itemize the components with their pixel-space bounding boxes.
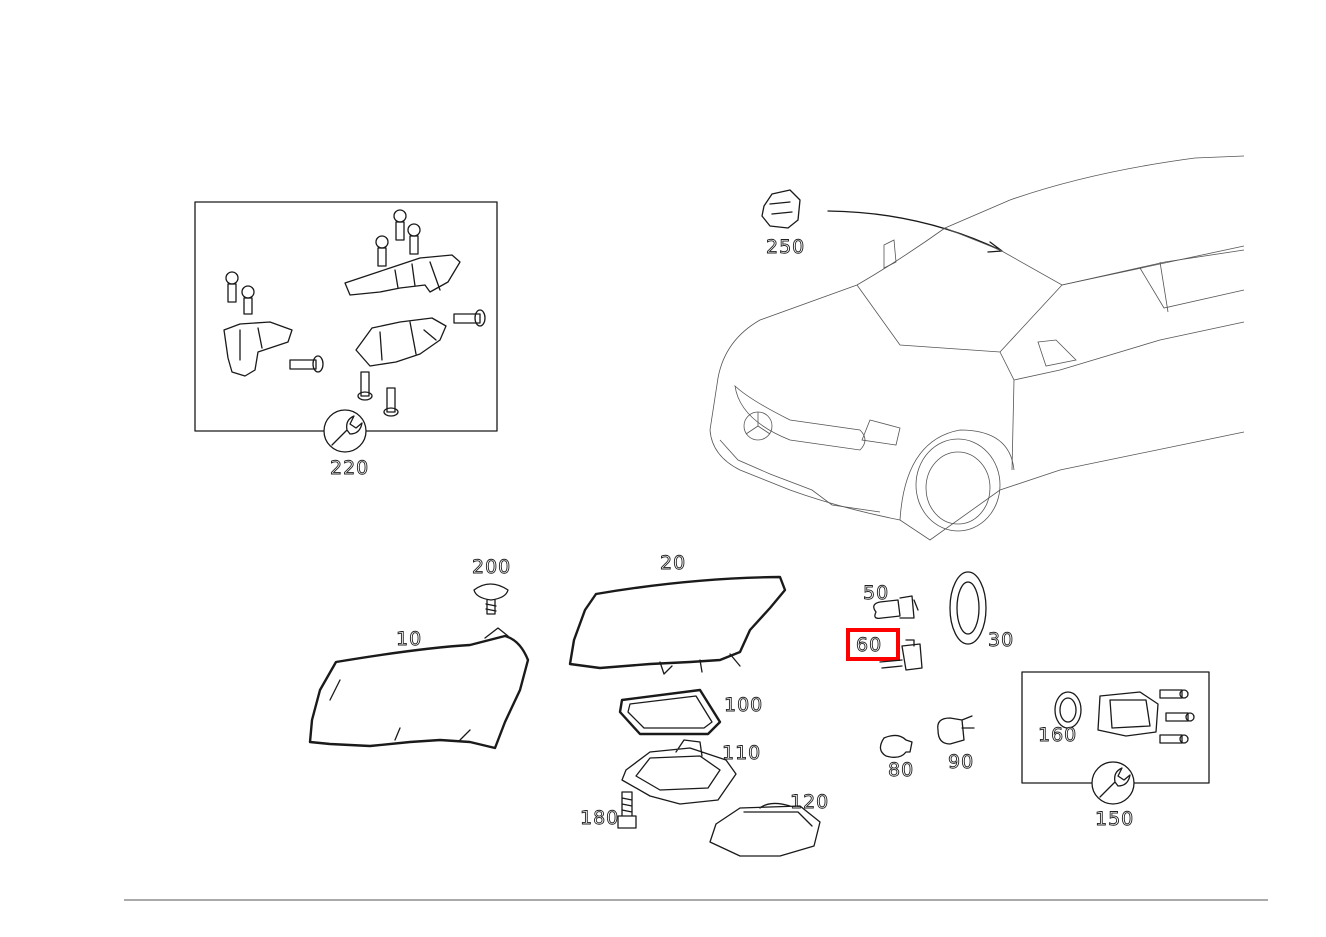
- callout-90: 90: [948, 751, 974, 773]
- part-10-detail: [329, 627, 509, 741]
- part-10-housing: [308, 634, 530, 750]
- callout-60: 60: [856, 634, 882, 656]
- part-20-lens: [568, 575, 787, 670]
- part-120-group[interactable]: 120: [709, 791, 829, 857]
- selection-highlight: [846, 628, 900, 661]
- kit-220-bracket-left: [223, 321, 293, 377]
- callout-10: 10: [396, 628, 422, 650]
- part-200-group[interactable]: 200: [472, 556, 511, 615]
- part-250-sensor: [761, 189, 801, 229]
- callout-20: 20: [660, 552, 686, 574]
- part-50-group[interactable]: 50: [863, 582, 919, 620]
- part-160-ring-inner: [1059, 697, 1077, 723]
- part-160-ring: [1054, 691, 1082, 729]
- vehicle-illustration: [709, 155, 1245, 541]
- callout-150: 150: [1095, 808, 1134, 830]
- callout-30: 30: [988, 629, 1014, 651]
- callout-160: 160: [1038, 724, 1077, 746]
- part-80-group[interactable]: 80: [879, 734, 914, 781]
- callout-180: 180: [580, 807, 619, 829]
- part-30-group[interactable]: 30: [949, 571, 1014, 651]
- callout-250: 250: [766, 236, 805, 258]
- part-50-bulb: [873, 595, 919, 620]
- part-180-group[interactable]: 180: [580, 791, 637, 829]
- callout-200: 200: [472, 556, 511, 578]
- part-20-group[interactable]: 20: [568, 552, 787, 675]
- part-110-group[interactable]: 110: [621, 739, 761, 805]
- kit-150-screws: [1159, 689, 1195, 744]
- callout-100: 100: [724, 694, 763, 716]
- wrench-icon: [1091, 761, 1135, 805]
- part-30-cap-inner: [956, 581, 980, 635]
- callout-110: 110: [722, 742, 761, 764]
- part-180-bolt: [617, 791, 637, 829]
- wrench-icon: [323, 409, 367, 453]
- part-100-gasket-inner: [627, 695, 713, 729]
- kit-150-group[interactable]: 160 150: [1021, 671, 1210, 830]
- kit-220-frame: [194, 201, 498, 432]
- part-60-group[interactable]: 60: [846, 628, 923, 671]
- part-250-group[interactable]: 250: [761, 189, 1003, 258]
- part-90-socket: [937, 715, 975, 745]
- kit-220-screws: [225, 209, 486, 417]
- part-10-group[interactable]: 10: [308, 627, 530, 750]
- kit-220-bracket-center: [355, 317, 447, 367]
- kit-220-group[interactable]: 220: [194, 201, 498, 479]
- callout-80: 80: [888, 759, 914, 781]
- callout-50: 50: [863, 582, 889, 604]
- part-100-gasket: [618, 688, 722, 736]
- callout-120: 120: [790, 791, 829, 813]
- arrow-250: [827, 210, 1003, 253]
- part-100-group[interactable]: 100: [618, 688, 763, 736]
- callout-220: 220: [330, 457, 369, 479]
- part-120-module: [709, 802, 821, 857]
- part-30-cap: [949, 571, 987, 645]
- kit-150-housing: [1097, 691, 1159, 737]
- part-20-detail: [659, 653, 741, 675]
- kit-220-bracket-upper: [344, 254, 461, 296]
- part-200-clip: [473, 583, 509, 615]
- part-110-module: [621, 739, 737, 805]
- part-90-group[interactable]: 90: [937, 715, 975, 773]
- part-60-bulb: [879, 639, 923, 671]
- part-80-bulb: [879, 734, 913, 758]
